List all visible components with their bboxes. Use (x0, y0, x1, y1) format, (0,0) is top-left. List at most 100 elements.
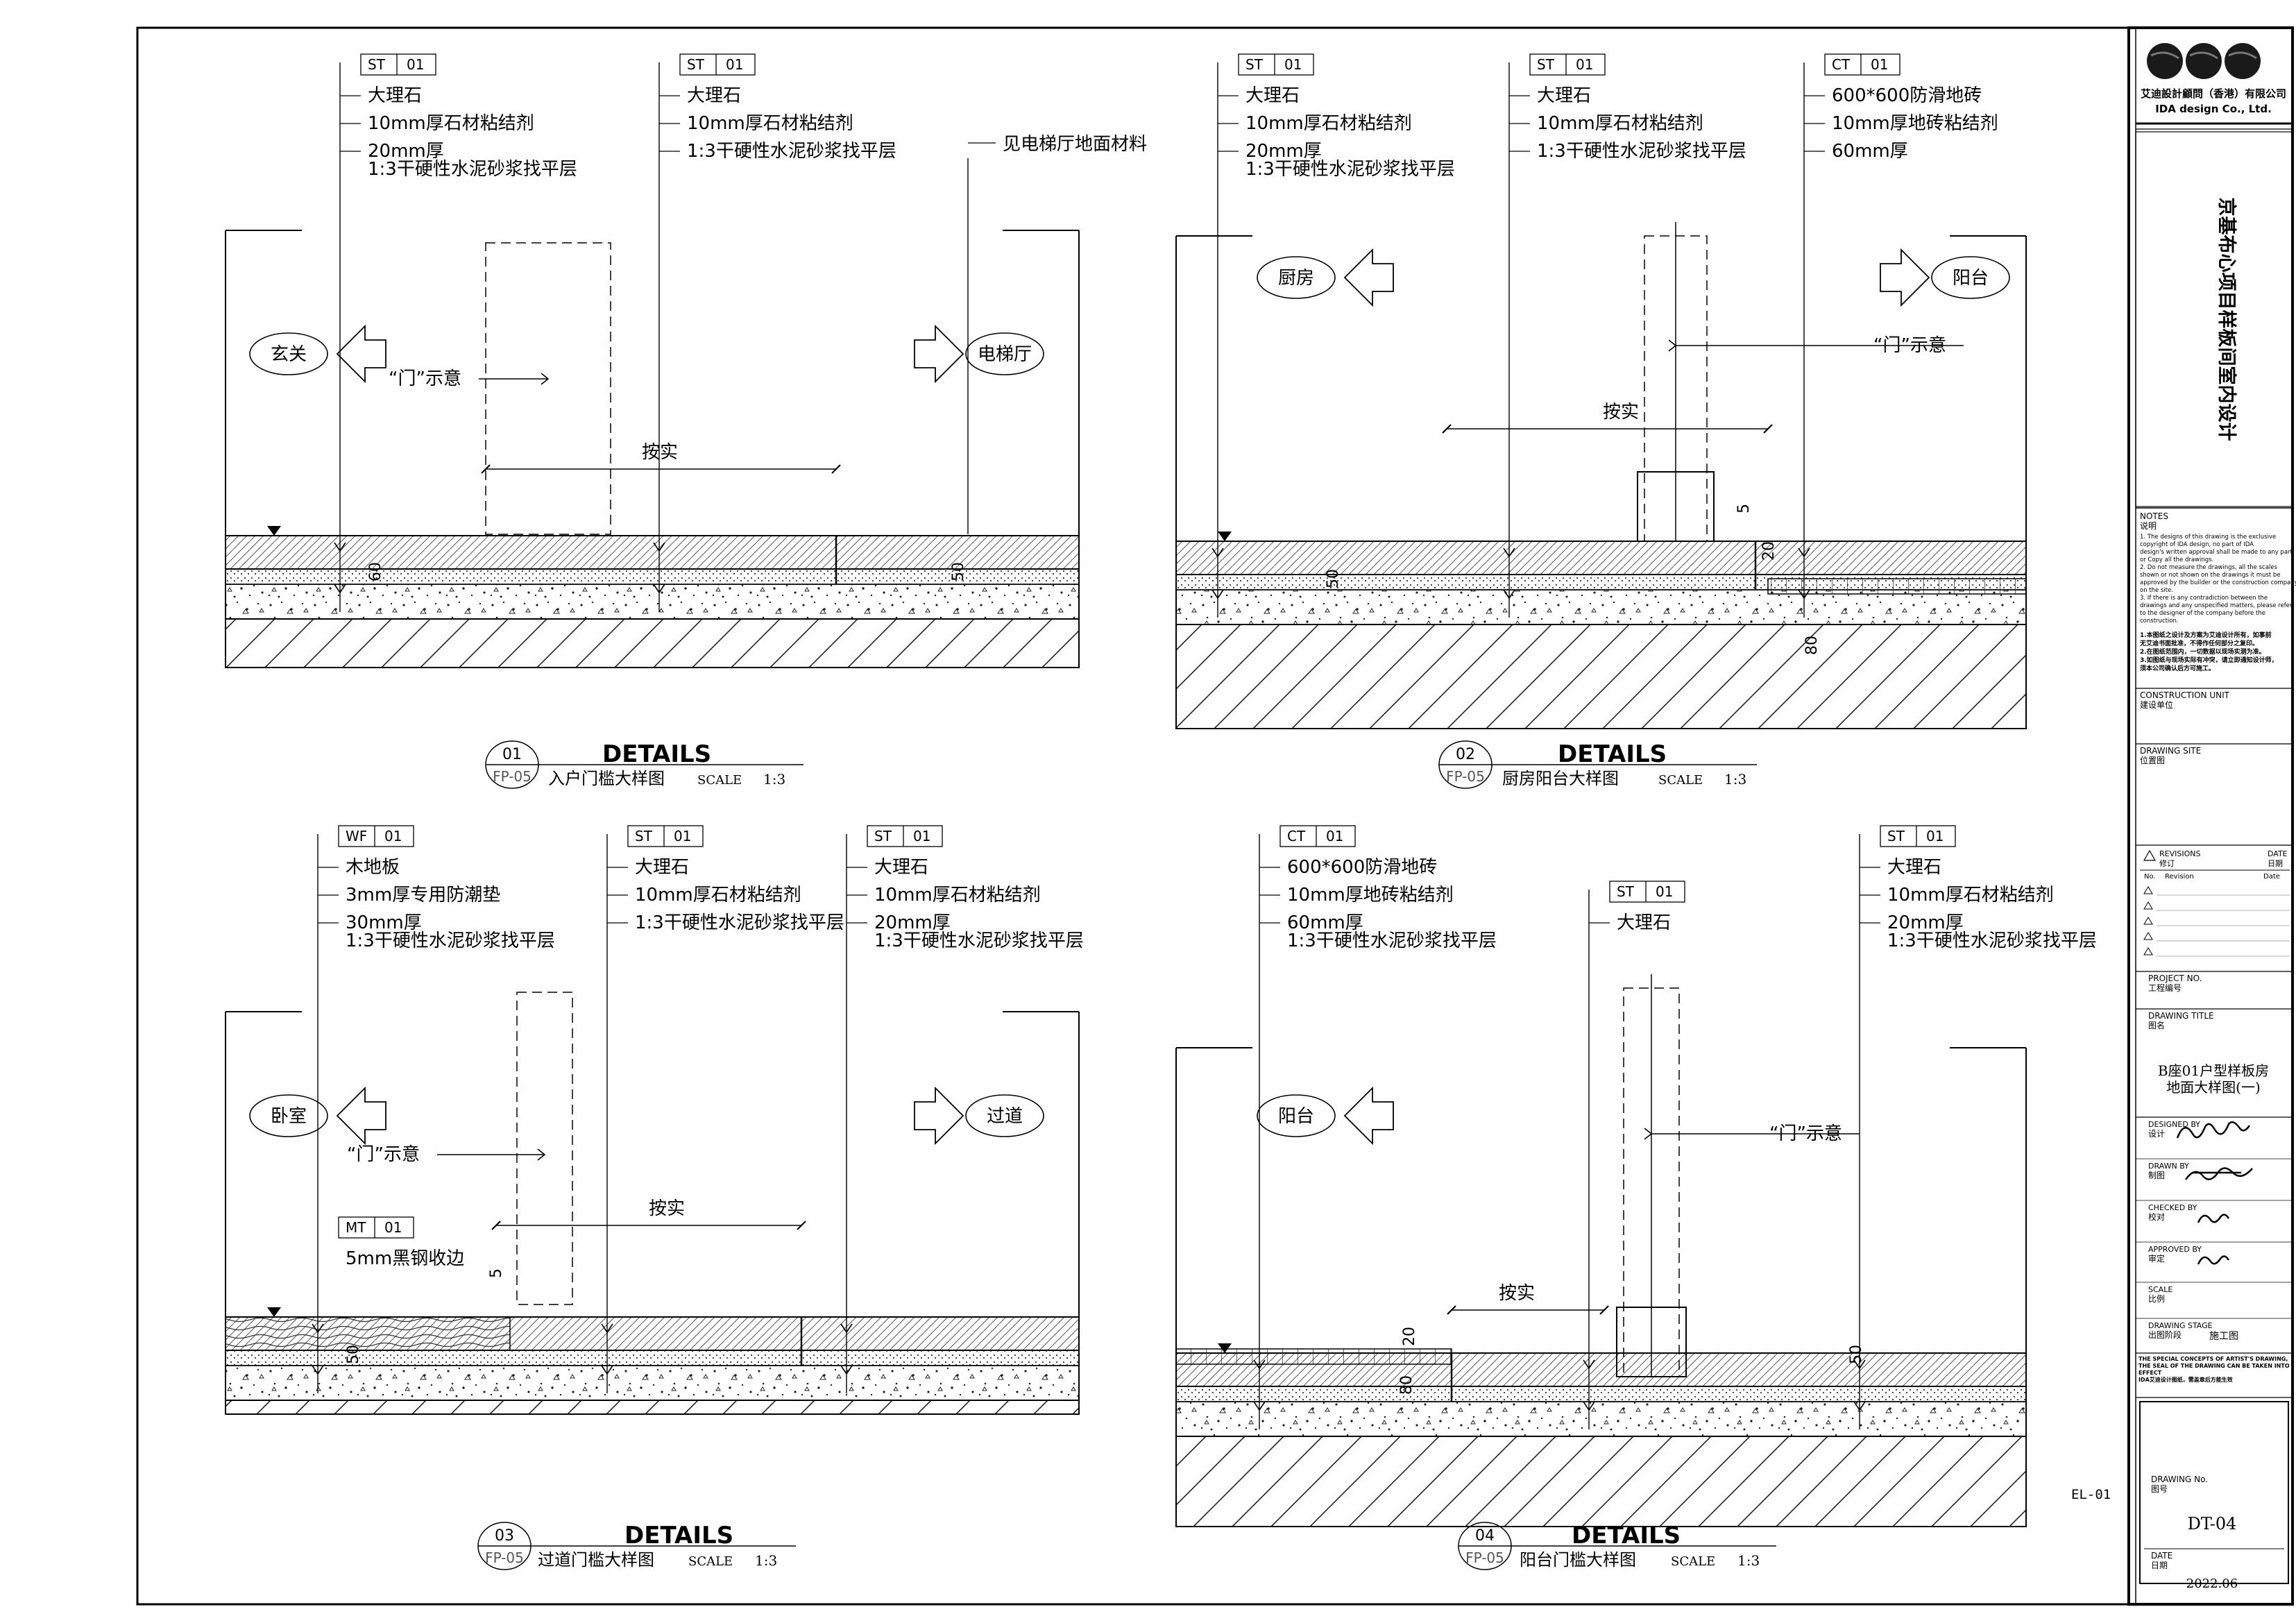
tag-code: ST (1537, 56, 1555, 73)
notes-chinese: 1.本图纸之设计及方案为艾迪设计所有，如事前无艾迪书面批准，不得作任何部分之复印… (2139, 631, 2278, 672)
drawing-no-label-en: DRAWING No. (2151, 1475, 2208, 1484)
revision-marker-icon (2143, 917, 2153, 925)
statement-cn: IDA艾迪设计图纸，需盖章后方能生效 (2138, 1377, 2233, 1383)
date-value: 2022.06 (2186, 1577, 2238, 1591)
material-spec: 1:3干硬性水泥砂浆找平层 (1537, 141, 1746, 162)
note-line-en: copyright of IDA design, no part of IDA (2140, 541, 2254, 548)
rev-col-revision: Revision (2165, 873, 2194, 881)
leader-arrow-icon (840, 1323, 853, 1375)
room-label: 阳台 (1257, 1086, 1394, 1146)
material-spec: 木地板 (346, 857, 400, 878)
detail-scale-value: 1:3 (1724, 771, 1746, 788)
site-measure-label: 按实 (1499, 1283, 1535, 1304)
structural-slab (225, 1400, 1080, 1415)
tag-number: 01 (1926, 828, 1944, 844)
dimension-value: 5 (1735, 504, 1753, 513)
detail-heading: DETAILS (624, 1522, 733, 1549)
date-label-en: DATE (2268, 849, 2288, 858)
leader-arrow-icon (1853, 1359, 1866, 1411)
material-spec: 20mm厚 (368, 141, 444, 162)
material-spec: 大理石 (635, 857, 689, 878)
detail-scale-label: SCALE (1658, 773, 1703, 788)
note-line-en: shown or not shown on the drawings it mu… (2140, 572, 2281, 579)
leader-arrow-icon (334, 542, 346, 594)
floor-layers (225, 1316, 1080, 1415)
drawing-title-label-cn: 图名 (2148, 1020, 2165, 1030)
drawing-site-label-en: DRAWING SITE (2140, 746, 2201, 756)
dimension-value: 80 (1398, 1375, 1415, 1395)
date-field-label-en: DATE (2151, 1551, 2172, 1561)
note-line-en: to the designer of the company before th… (2140, 610, 2265, 617)
detail-scale-label: SCALE (697, 773, 742, 788)
material-spec: 20mm厚 (1887, 912, 1964, 933)
detail-scale-value: 1:3 (1737, 1552, 1760, 1569)
screed-layer (1175, 589, 2027, 625)
material-spec: 大理石 (1887, 857, 1941, 878)
material-spec: 10mm厚石材粘结剂 (1537, 113, 1703, 134)
tag-number: 01 (1871, 56, 1888, 73)
material-spec: 1:3干硬性水泥砂浆找平层 (1245, 159, 1455, 180)
room-label: 玄关 (249, 324, 386, 384)
detail-number: 04 (1475, 1527, 1495, 1545)
tag-code: CT (1287, 828, 1306, 844)
material-spec: 600*600防滑地砖 (1832, 85, 1982, 106)
material-spec: 10mm厚石材粘结剂 (1245, 113, 1412, 134)
elevator-hall-note: 见电梯厅地面材料 (1003, 134, 1147, 155)
tag-code: ST (368, 56, 386, 73)
tag-code: ST (1617, 883, 1635, 900)
anti-slip-tile (1767, 578, 2027, 595)
note-line-en: 2. Do not measure the drawings, all the … (2140, 564, 2278, 571)
room-label: 阳台 (1880, 248, 2010, 307)
material-spec: 10mm厚石材粘结剂 (368, 113, 534, 134)
material-spec: 20mm厚 (1245, 141, 1322, 162)
site-measure-label: 按实 (1603, 402, 1639, 423)
drawing-stage-label-cn: 出图阶段 (2148, 1329, 2182, 1340)
scale-label-en: SCALE (2148, 1285, 2172, 1294)
finish-layer (1175, 541, 2027, 575)
floor-layers (1175, 1348, 2027, 1527)
door-arrow-icon (537, 1148, 546, 1161)
leader-arrow-icon (1503, 547, 1515, 600)
material-spec: 1:3干硬性水泥砂浆找平层 (687, 141, 896, 162)
material-spec: 20mm厚 (874, 912, 951, 933)
designed-by-label-cn: 设计 (2148, 1129, 2165, 1139)
note-line-en: or Copy all the drawings. (2140, 556, 2213, 563)
detail-scale-label: SCALE (688, 1554, 733, 1569)
drafter-signature (2184, 1167, 2253, 1180)
material-spec: 1:3干硬性水泥砂浆找平层 (1287, 931, 1497, 951)
rev-col-no: No. (2144, 873, 2156, 881)
room-label: 电梯厅 (914, 324, 1044, 384)
construction-unit-label-cn: 建设单位 (2140, 699, 2173, 710)
detail-name: 厨房阳台大样图 (1502, 769, 1619, 788)
screed-layer (1175, 1401, 2027, 1437)
approver-signature (2197, 1255, 2230, 1265)
note-line-cn: 2.在图纸范围内，一切数据以现场实测为准。 (2140, 647, 2265, 656)
rev-col-date: Date (2263, 873, 2280, 881)
door-arrow-icon (1668, 339, 1677, 352)
tag-number: 01 (384, 828, 402, 844)
tag-code: ST (1245, 56, 1264, 73)
tag-number: 01 (407, 56, 424, 73)
door-label: “门”示意 (389, 368, 461, 389)
door-arrow-icon (1644, 1128, 1653, 1140)
room-name: 卧室 (271, 1106, 307, 1127)
statement-en: THE SPECIAL CONCEPTS OF ARTIST'S DRAWING… (2138, 1356, 2290, 1376)
designed-by-label-en: DESIGNED BY (2148, 1120, 2200, 1129)
direction-arrow-icon (1343, 1086, 1394, 1146)
checker-signature (2197, 1214, 2230, 1223)
drawing-stage-label-en: DRAWING STAGE (2148, 1321, 2213, 1330)
material-spec: 10mm厚地砖粘结剂 (1287, 885, 1454, 906)
company-name-en: IDA design Co., Ltd. (2155, 103, 2272, 115)
drawing-no-value: DT-04 (2188, 1514, 2237, 1533)
drawing-title-label-en: DRAWING TITLE (2148, 1011, 2214, 1021)
tag-number: 01 (384, 1219, 402, 1236)
site-measure-label: 按实 (642, 442, 678, 463)
revision-marker-icon (2143, 901, 2153, 910)
material-spec: 10mm厚石材粘结剂 (1887, 885, 2054, 906)
